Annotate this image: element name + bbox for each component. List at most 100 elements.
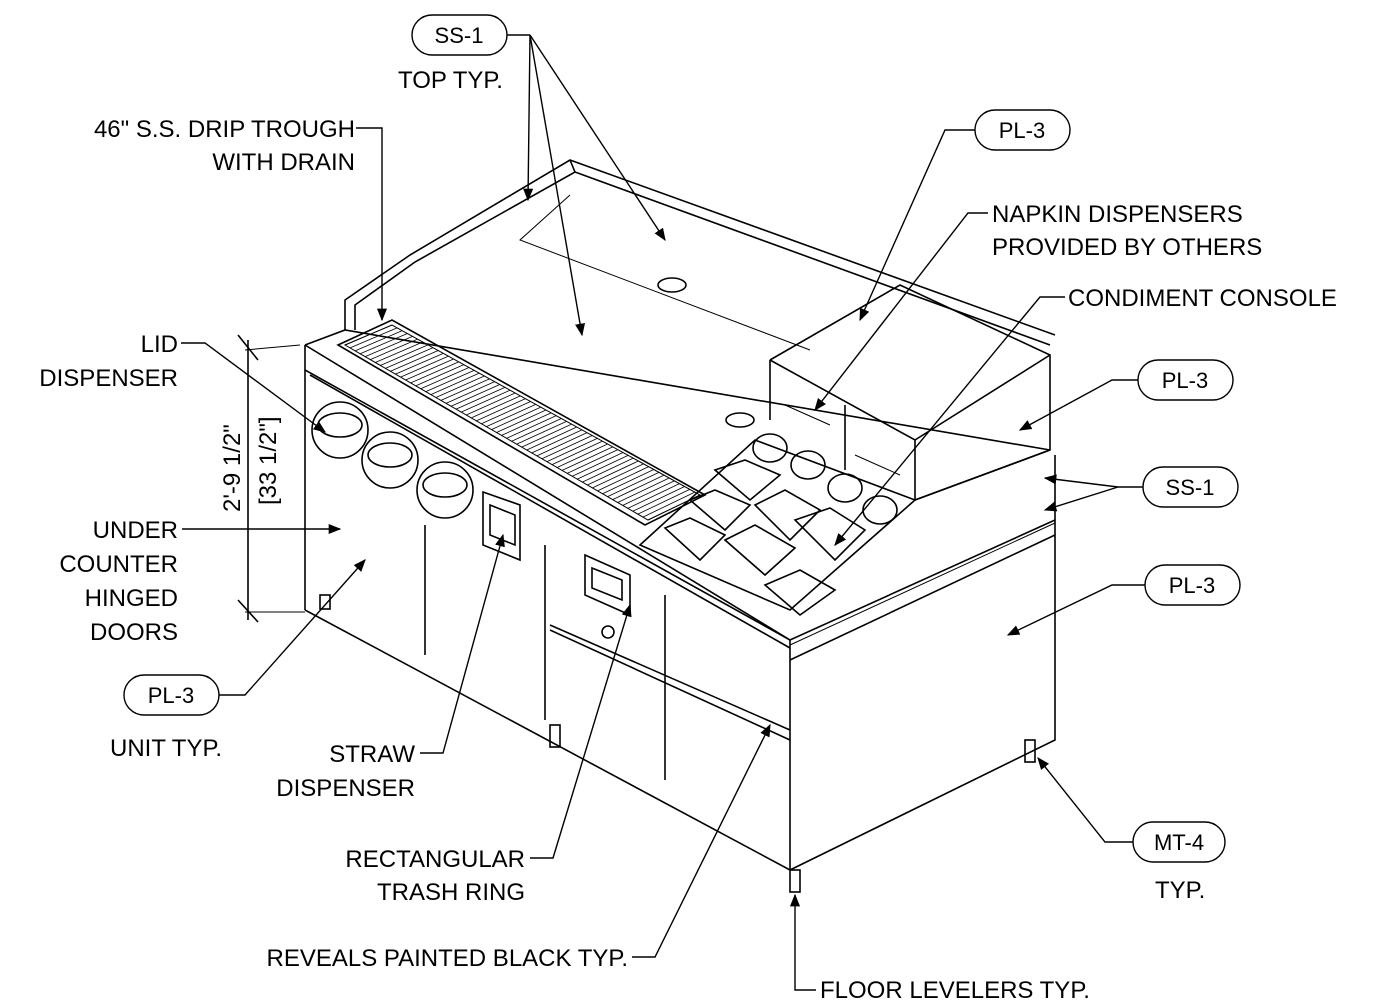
label-doors-4: DOORS [90, 619, 178, 646]
grate-slat [567, 449, 619, 474]
grate-slat [471, 395, 521, 419]
grate-slat [531, 429, 583, 454]
label-reveals: REVEALS PAINTED BLACK TYP. [267, 945, 628, 972]
tag-pl3-console: PL-3 [999, 118, 1045, 143]
grate-slat [445, 381, 495, 404]
label-doors-3: HINGED [85, 585, 178, 612]
grate-slat [511, 418, 562, 442]
label-doors-1: UNDER [93, 517, 178, 544]
grate-slat [359, 333, 408, 355]
grate-slat [380, 344, 429, 366]
callout-pl3-lower: PL-3 [1006, 564, 1241, 636]
grate-slat [496, 409, 547, 433]
grate-slat [491, 406, 542, 430]
grate-slat [546, 437, 598, 463]
callout-pl3-console: PL-3 [859, 109, 1071, 322]
callout-condiment: CONDIMENT CONSOLE [834, 285, 1337, 546]
callout-napkin: NAPKIN DISPENSERS PROVIDED BY OTHERS [814, 201, 1262, 411]
tag-ss1-side: SS-1 [1166, 475, 1215, 500]
dimension-feet: 2'-9 1/2" [219, 424, 246, 512]
callout-pl3-side: PL-3 [1018, 359, 1234, 431]
grate-slat [385, 347, 434, 369]
height-dimension: 2'-9 1/2" [33 1/2"] [219, 334, 305, 623]
callout-lid-dispenser: LID DISPENSER [39, 331, 327, 433]
grate-slat [622, 480, 675, 506]
grate-slat [365, 335, 413, 358]
grate-slat [354, 330, 403, 352]
label-doors-2: COUNTER [59, 551, 178, 578]
counter-unit [304, 159, 1056, 893]
callout-doors: UNDER COUNTER HINGED DOORS [59, 517, 342, 646]
label-drip-trough-1: 46" S.S. DRIP TROUGH [94, 116, 355, 143]
callout-pl3-unit: PL-3 UNIT TYP. [110, 559, 366, 762]
grate-slat [516, 420, 567, 445]
grate-slat [587, 460, 639, 486]
grate-slat [632, 486, 685, 512]
callout-ss1-side: SS-1 [1043, 466, 1239, 512]
grate-slat [425, 369, 475, 393]
callout-mt4: MT-4 TYP. [1037, 757, 1226, 904]
grate-slat [521, 423, 572, 448]
grate-slat [592, 463, 644, 489]
grate-slat [466, 392, 516, 416]
grate-slat [400, 355, 449, 378]
grate-slat [556, 443, 608, 468]
label-napkin-2: PROVIDED BY OTHERS [992, 234, 1262, 261]
label-trash-2: TRASH RING [377, 879, 525, 906]
dimension-inches: [33 1/2"] [255, 416, 282, 505]
grate-slat [602, 469, 654, 495]
label-condiment: CONDIMENT CONSOLE [1068, 285, 1337, 312]
grate-slat [481, 401, 531, 425]
grate-slat [370, 338, 418, 360]
label-lid-1: LID [141, 331, 178, 358]
label-unit-typ: UNIT TYP. [110, 735, 222, 762]
callout-reveals: REVEALS PAINTED BLACK TYP. [267, 723, 771, 972]
grate-slat [390, 350, 439, 372]
callout-straw: STRAW DISPENSER [276, 533, 505, 802]
grate-slat [551, 440, 603, 465]
callout-ss1-top: SS-1 TOP TYP. [398, 14, 666, 337]
grate-slat [536, 432, 588, 457]
label-straw-1: STRAW [329, 741, 415, 768]
label-napkin-1: NAPKIN DISPENSERS [992, 201, 1243, 228]
callout-trash-ring: RECTANGULAR TRASH RING [345, 603, 632, 906]
grate-slat [415, 364, 465, 387]
grate-slat [410, 361, 459, 384]
grate-slat [375, 341, 423, 363]
grate-slat [430, 372, 480, 395]
grate-slat [577, 454, 629, 480]
callout-drip-trough: 46" S.S. DRIP TROUGH WITH DRAIN [94, 116, 388, 322]
grate-slat [572, 452, 624, 477]
grate-slat [395, 352, 444, 375]
callout-floor-levelers: FLOOR LEVELERS TYP. [789, 893, 1090, 1004]
grate-slat [501, 412, 552, 436]
condiment-console [638, 284, 1051, 617]
tag-pl3-side: PL-3 [1162, 368, 1208, 393]
lid-dispenser [311, 401, 474, 519]
label-mt4-typ: TYP. [1155, 877, 1205, 904]
grate-slat [460, 389, 511, 413]
straw-dispenser [482, 490, 521, 562]
grate-slat [450, 384, 500, 407]
label-straw-2: DISPENSER [276, 775, 415, 802]
grate-slat [607, 471, 660, 498]
grate-slat [506, 415, 557, 439]
grate-slat [617, 477, 670, 503]
grate-slat [420, 367, 470, 390]
grate-slat [561, 446, 613, 471]
label-trash-1: RECTANGULAR [345, 846, 525, 873]
grate-slat [637, 488, 690, 515]
grate-slat [476, 398, 526, 422]
grate-slat [612, 474, 665, 500]
grate-slat [642, 491, 696, 518]
floor-levelers [319, 594, 1036, 893]
grate-slat [486, 403, 536, 428]
label-lid-2: DISPENSER [39, 365, 178, 392]
grate-slat [526, 426, 577, 451]
label-floor: FLOOR LEVELERS TYP. [820, 977, 1090, 1004]
grate-slat [344, 324, 393, 346]
grate-slat [405, 358, 454, 381]
tag-mt4: MT-4 [1154, 830, 1204, 855]
tag-pl3-unit: PL-3 [148, 683, 194, 708]
